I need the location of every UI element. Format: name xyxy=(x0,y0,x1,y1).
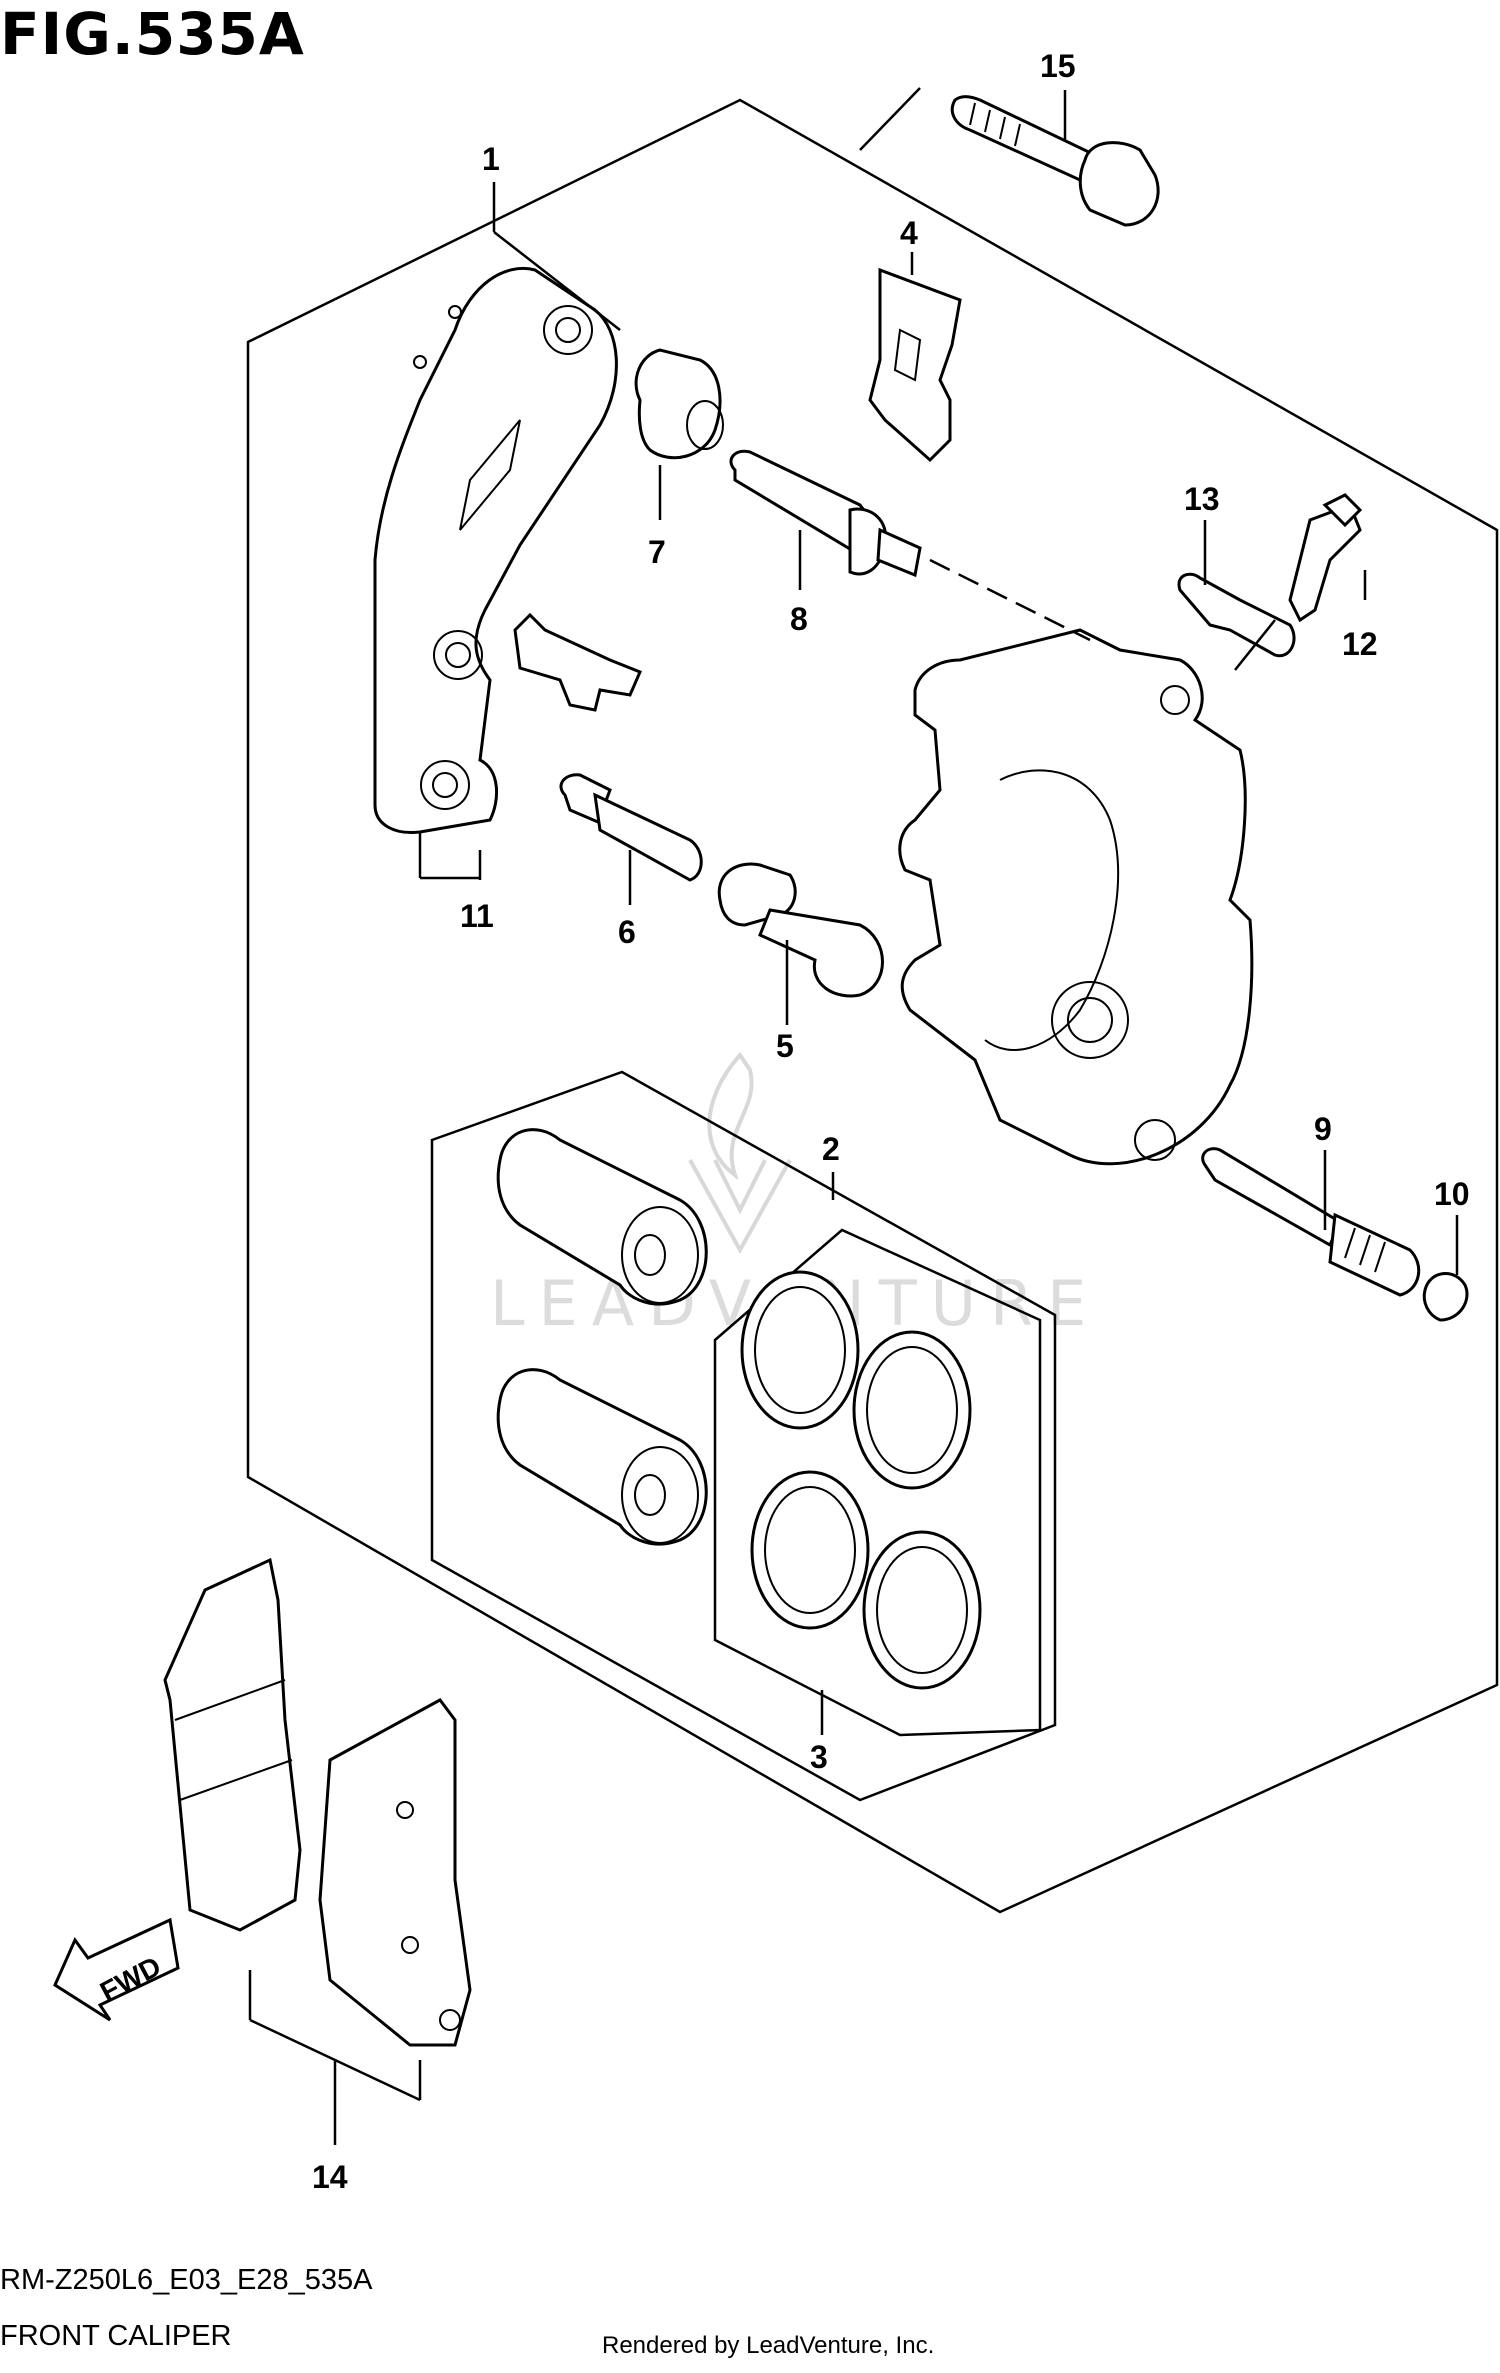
callout-5: 5 xyxy=(776,1028,794,1064)
caliper-pin-bolt xyxy=(1201,1147,1421,1297)
forward-direction-arrow: FWD xyxy=(53,1917,180,2022)
assembly-break-line xyxy=(859,87,921,151)
figure-title: FIG.535A xyxy=(0,0,305,68)
pad-retainer-plate xyxy=(868,267,962,463)
callout-4: 4 xyxy=(900,215,918,251)
caliper-body xyxy=(898,628,1254,1166)
callout-labels: 1 2 3 4 5 6 7 8 9 10 11 12 13 14 15 xyxy=(312,48,1470,2195)
callout-7: 7 xyxy=(648,534,666,570)
hose-guide-bracket xyxy=(1177,572,1296,658)
brake-pads xyxy=(163,1557,472,2047)
diagram-code: RM-Z250L6_E03_E28_535A xyxy=(0,2264,373,2296)
callout-2: 2 xyxy=(822,1131,840,1167)
pin-cap xyxy=(1422,1272,1469,1322)
callout-14: 14 xyxy=(312,2159,348,2195)
pin-sleeve xyxy=(717,862,884,998)
slide-pin-lower xyxy=(559,773,703,882)
callout-6: 6 xyxy=(618,914,636,950)
diagram-caption: FRONT CALIPER xyxy=(0,2320,232,2352)
pad-spring-clip xyxy=(513,612,642,712)
piston-lower xyxy=(496,1368,708,1546)
callout-13: 13 xyxy=(1184,481,1220,517)
callout-1: 1 xyxy=(482,141,500,177)
callout-3: 3 xyxy=(810,1739,828,1775)
callout-10: 10 xyxy=(1434,1176,1470,1212)
render-credit: Rendered by LeadVenture, Inc. xyxy=(602,2332,935,2359)
caliper-assembly-outline xyxy=(246,98,1499,1914)
piston-kit-outline xyxy=(430,1070,1057,1802)
piston-upper xyxy=(496,1128,708,1306)
callout-9: 9 xyxy=(1314,1111,1332,1147)
callout-12: 12 xyxy=(1342,626,1378,662)
leader-lines xyxy=(248,90,1459,2145)
mounting-bolt xyxy=(950,95,1160,227)
slide-pin-upper xyxy=(729,449,922,578)
bleeder-valve xyxy=(1288,493,1363,623)
piston-seals xyxy=(740,1270,982,1690)
callout-15: 15 xyxy=(1040,48,1076,84)
pin-boot xyxy=(634,348,724,460)
seal-kit-outline xyxy=(713,1228,1042,1737)
caliper-bracket xyxy=(373,267,618,835)
callout-8: 8 xyxy=(790,601,808,637)
callout-11: 11 xyxy=(460,898,494,934)
